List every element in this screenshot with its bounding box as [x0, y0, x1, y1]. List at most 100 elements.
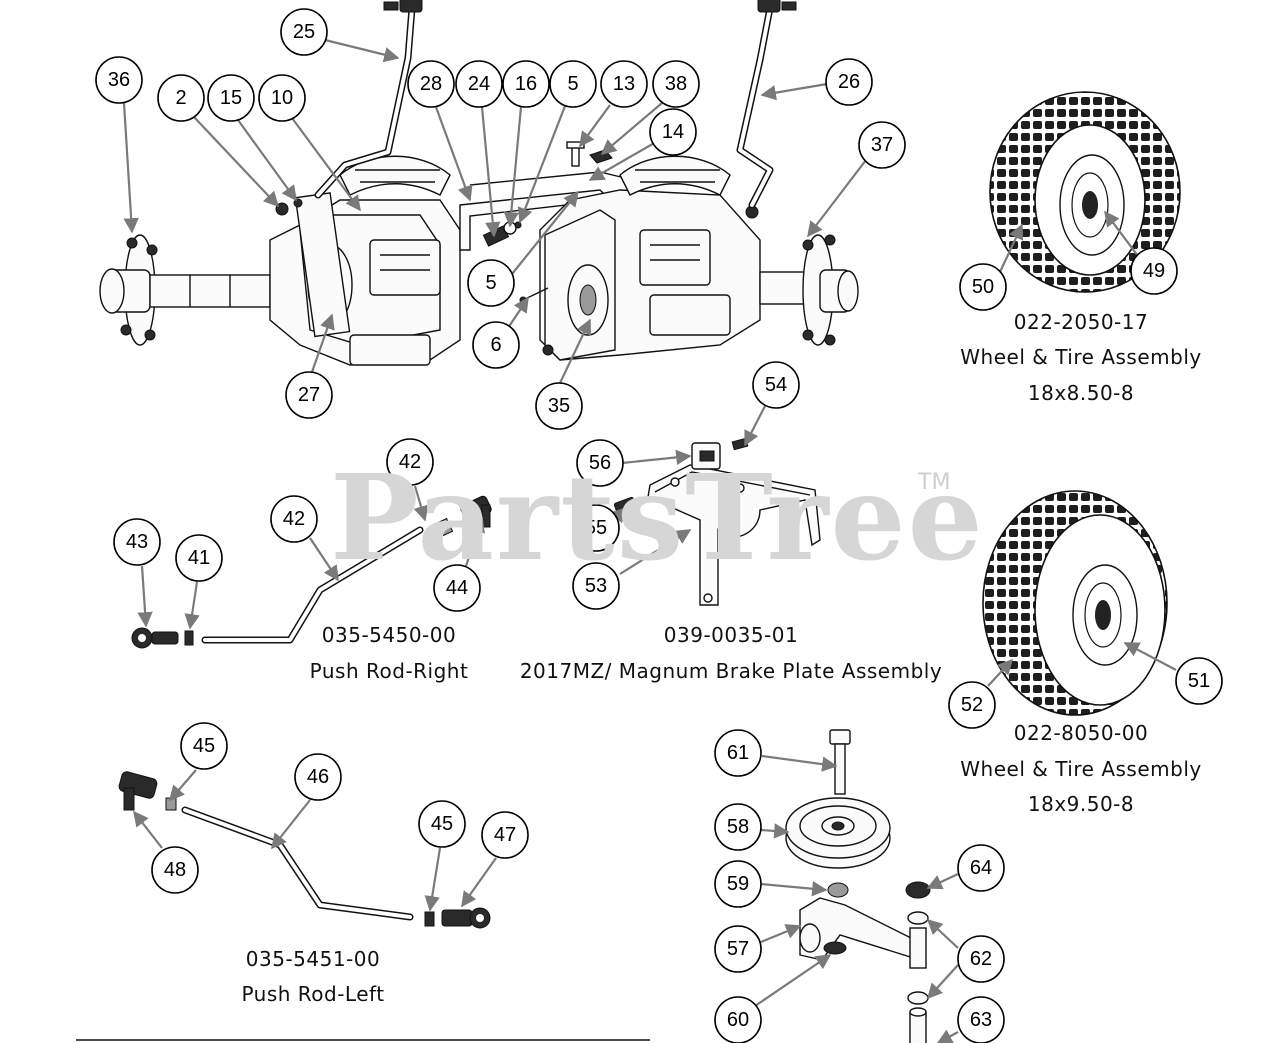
idler-pulley-assembly — [785, 729, 931, 1043]
callout-37: 37 — [858, 121, 906, 169]
callout-56: 56 — [576, 439, 624, 487]
callout-52-label: 52 — [961, 694, 983, 716]
callout-61-label: 61 — [727, 742, 749, 764]
callout-5-top: 5 — [549, 60, 597, 108]
wheel-2-name: Wheel & Tire Assembly — [960, 757, 1202, 781]
callout-51: 51 — [1175, 657, 1223, 705]
callout-36: 36 — [95, 56, 143, 104]
callout-51-label: 51 — [1188, 670, 1210, 692]
callout-45-left-label: 45 — [193, 735, 215, 757]
push-rod-left-name: Push Rod-Left — [241, 982, 385, 1006]
callout-6: 6 — [472, 321, 520, 369]
callout-52: 52 — [948, 681, 996, 729]
wheel-1-size: 18x8.50-8 — [1027, 381, 1135, 405]
callout-57: 57 — [714, 925, 762, 973]
callout-45-left: 45 — [180, 722, 228, 770]
callout-46-label: 46 — [307, 766, 329, 788]
callout-45-right: 45 — [418, 800, 466, 848]
callout-38-label: 38 — [665, 73, 687, 95]
push-rod-right — [131, 495, 492, 649]
callout-63: 63 — [957, 996, 1005, 1043]
callout-14-label: 14 — [662, 121, 684, 143]
push-rod-right-part-number: 035-5450-00 — [321, 623, 457, 647]
wheel-1-part-number: 022-2050-17 — [1013, 310, 1149, 334]
callout-45-right-label: 45 — [431, 813, 453, 835]
callout-49: 49 — [1130, 247, 1178, 295]
callout-63-label: 63 — [970, 1009, 992, 1031]
wheel-2-size: 18x9.50-8 — [1027, 792, 1135, 816]
callout-16: 16 — [502, 60, 550, 108]
callout-41: 41 — [175, 534, 223, 582]
callout-60: 60 — [714, 996, 762, 1043]
callout-54-label: 54 — [765, 374, 787, 396]
callout-49-label: 49 — [1143, 260, 1165, 282]
wheel-tire-assembly-1 — [989, 91, 1181, 293]
callout-42-upper: 42 — [386, 438, 434, 486]
callout-5-mid-label: 5 — [485, 272, 496, 294]
callout-62-label: 62 — [970, 948, 992, 970]
callout-5-mid: 5 — [467, 259, 515, 307]
push-rod-left — [118, 771, 491, 929]
callout-5-top-label: 5 — [567, 73, 578, 95]
callout-35: 35 — [535, 382, 583, 430]
callout-47: 47 — [481, 811, 529, 859]
callout-38: 38 — [652, 60, 700, 108]
brake-plate-name: 2017MZ/ Magnum Brake Plate Assembly — [519, 659, 943, 683]
callout-42-lower: 42 — [270, 495, 318, 543]
callout-28: 28 — [407, 60, 455, 108]
callout-47-label: 47 — [494, 824, 516, 846]
callout-43-label: 43 — [126, 531, 148, 553]
callout-59: 59 — [714, 860, 762, 908]
callout-54: 54 — [752, 361, 800, 409]
callout-60-label: 60 — [727, 1009, 749, 1031]
callout-26: 26 — [825, 58, 873, 106]
callout-10: 10 — [258, 74, 306, 122]
callout-15: 15 — [207, 74, 255, 122]
callout-46: 46 — [294, 753, 342, 801]
callout-25-label: 25 — [293, 21, 315, 43]
callout-28-label: 28 — [420, 73, 442, 95]
callout-56-label: 56 — [589, 452, 611, 474]
callout-25: 25 — [280, 8, 328, 56]
callout-64-label: 64 — [970, 857, 992, 879]
callout-44-label: 44 — [446, 577, 468, 599]
callout-37-label: 37 — [871, 134, 893, 156]
transaxle-assembly — [99, 0, 859, 366]
callout-62: 62 — [957, 935, 1005, 983]
push-rod-right-name: Push Rod-Right — [309, 659, 469, 683]
callout-44: 44 — [433, 564, 481, 612]
callout-24-label: 24 — [468, 73, 490, 95]
callout-50: 50 — [959, 263, 1007, 311]
right-transmission — [539, 155, 761, 361]
callout-2-label: 2 — [175, 87, 186, 109]
callout-48-label: 48 — [164, 859, 186, 881]
callout-35-label: 35 — [548, 395, 570, 417]
callout-58-label: 58 — [727, 816, 749, 838]
callout-48: 48 — [151, 846, 199, 894]
wheel-2-part-number: 022-8050-00 — [1013, 721, 1149, 745]
callout-53: 53 — [572, 562, 620, 610]
callout-42-lower-label: 42 — [283, 508, 305, 530]
callout-57-label: 57 — [727, 938, 749, 960]
callout-2: 2 — [157, 74, 205, 122]
callout-59-label: 59 — [727, 873, 749, 895]
callout-55: 55 — [572, 504, 620, 552]
callout-42-upper-label: 42 — [399, 451, 421, 473]
callout-53-label: 53 — [585, 575, 607, 597]
callout-43: 43 — [113, 518, 161, 566]
callout-13: 13 — [600, 60, 648, 108]
left-transmission — [269, 155, 461, 366]
push-rod-left-part-number: 035-5451-00 — [245, 947, 381, 971]
callout-41-label: 41 — [188, 547, 210, 569]
brake-plate-part-number: 039-0035-01 — [663, 623, 799, 647]
callout-10-label: 10 — [271, 87, 293, 109]
watermark-trademark: TM — [918, 470, 951, 495]
left-axle-hub — [99, 234, 271, 346]
wheel-1-name: Wheel & Tire Assembly — [960, 345, 1202, 369]
right-axle-hub — [759, 234, 859, 346]
partstree-watermark: PartsTree — [330, 448, 985, 587]
callout-26-label: 26 — [838, 71, 860, 93]
callout-16-label: 16 — [515, 73, 537, 95]
callout-27: 27 — [285, 371, 333, 419]
callout-13-label: 13 — [613, 73, 635, 95]
